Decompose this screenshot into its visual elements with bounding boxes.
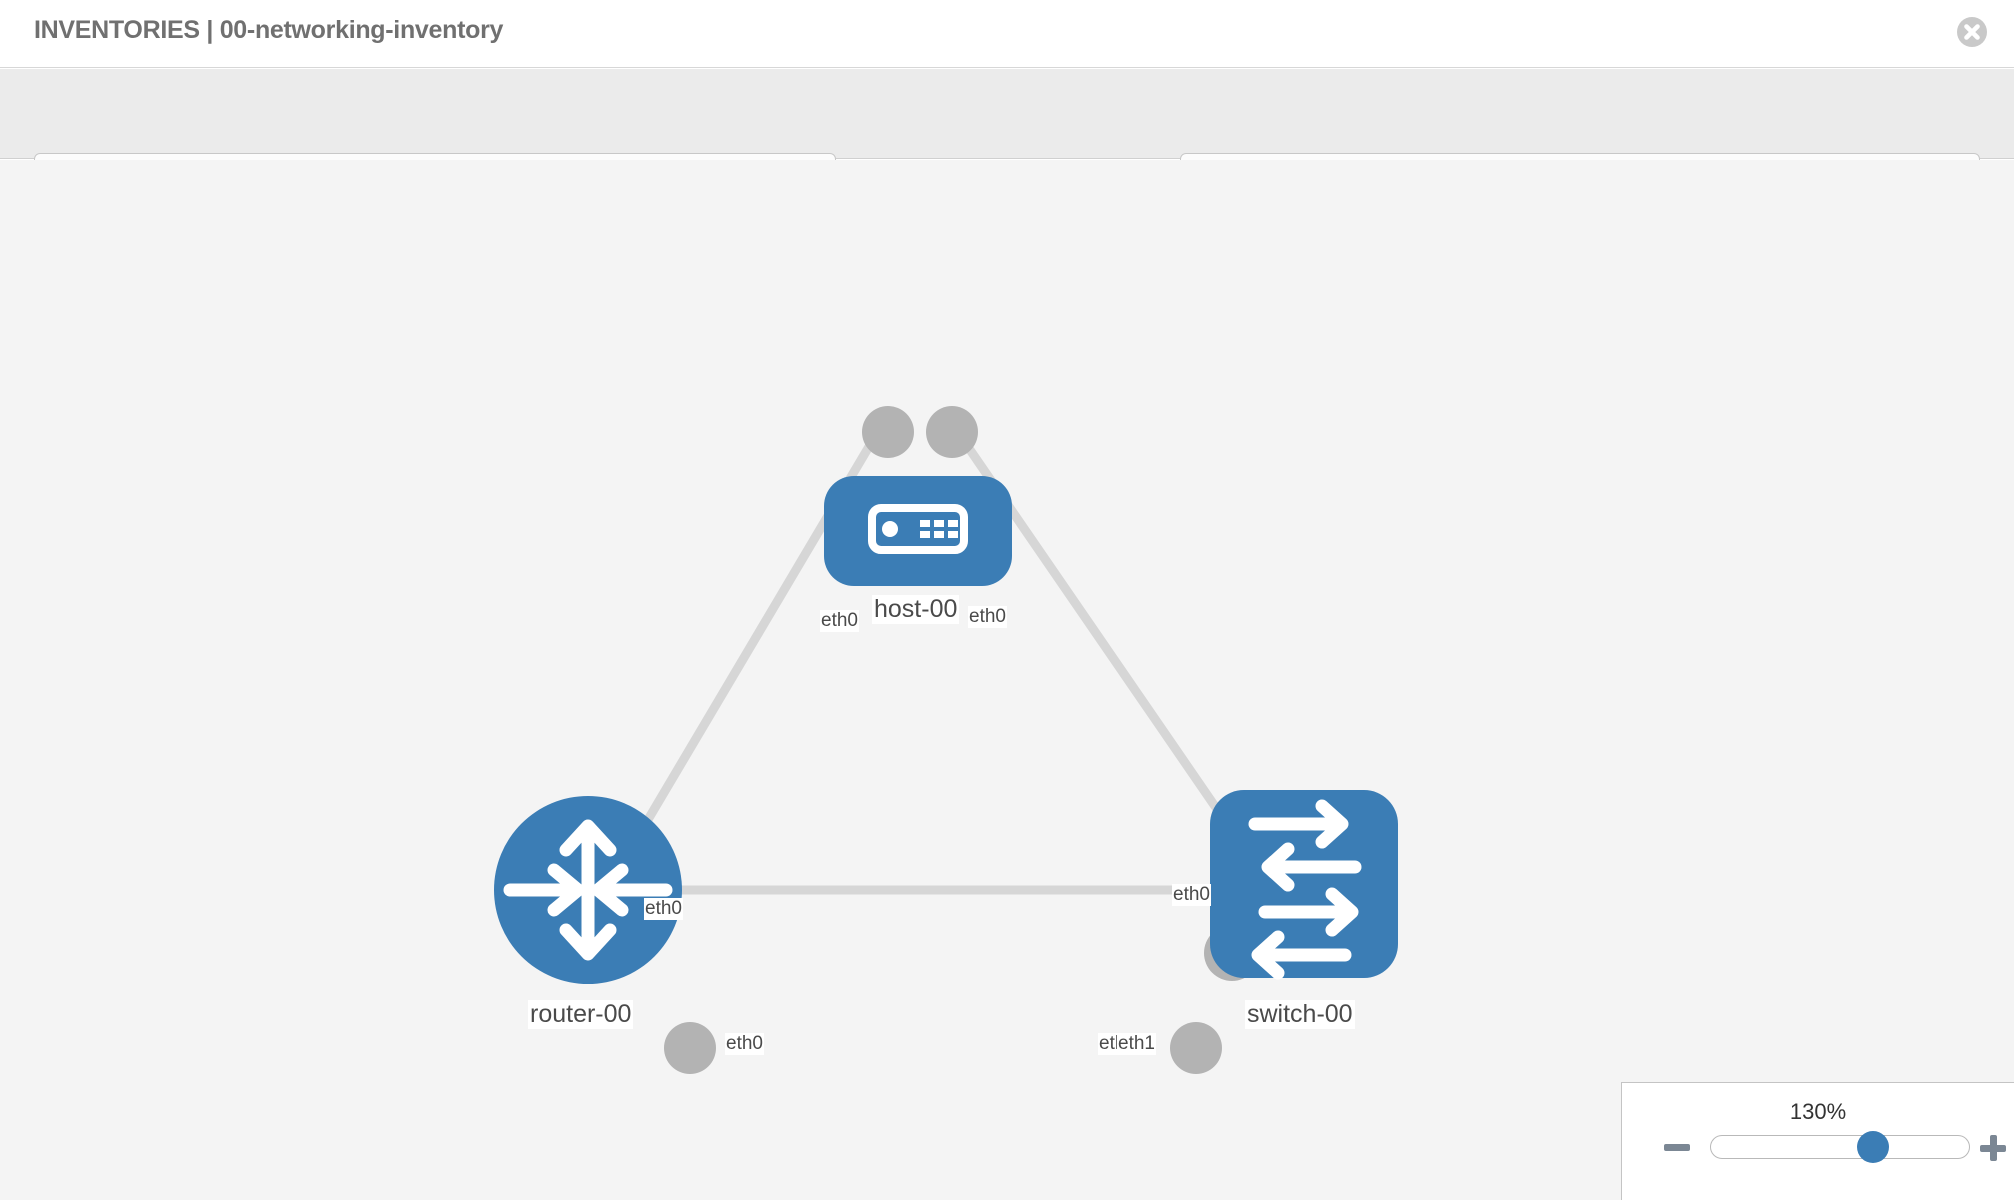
node-label-host-00: host-00 <box>872 595 960 624</box>
port-label-router-up: eth0 <box>644 898 683 920</box>
page-header: INVENTORIES | 00-networking-inventory <box>0 0 2014 68</box>
node-switch-00[interactable] <box>1210 790 1398 980</box>
toolbar: ACTIONS <box>0 69 2014 209</box>
zoom-level-label: 130% <box>1789 1099 1847 1124</box>
port-host-left <box>862 406 914 458</box>
zoom-in-button[interactable] <box>1980 1135 2006 1161</box>
port-host-right <box>926 406 978 458</box>
node-label-switch-00: switch-00 <box>1245 1000 1355 1029</box>
port-label-host-left: eth0 <box>820 610 859 632</box>
port-label-switch-left-eth1: eth1 <box>1117 1033 1156 1055</box>
zoom-slider-handle[interactable] <box>1857 1131 1889 1163</box>
zoom-control-panel: 130% <box>1621 1082 2014 1200</box>
port-router-right <box>664 1022 716 1074</box>
port-switch-left <box>1170 1022 1222 1074</box>
close-icon[interactable] <box>1954 14 1990 50</box>
zoom-out-button[interactable] <box>1664 1144 1690 1151</box>
zoom-slider[interactable] <box>1710 1135 1970 1159</box>
port-label-host-right: eth0 <box>968 606 1007 628</box>
node-host-00[interactable] <box>824 476 1012 586</box>
port-label-router-right: eth0 <box>725 1033 764 1055</box>
node-label-router-00: router-00 <box>528 1000 634 1029</box>
topology-canvas[interactable]: eth0 host-00 eth0 eth0 eth0 eth0 eth0 et… <box>0 160 2014 1200</box>
node-router-00[interactable] <box>494 796 682 984</box>
page-title: INVENTORIES | 00-networking-inventory <box>34 16 504 44</box>
topology-graph <box>494 406 1398 1074</box>
port-label-switch-up: eth0 <box>1172 884 1211 906</box>
